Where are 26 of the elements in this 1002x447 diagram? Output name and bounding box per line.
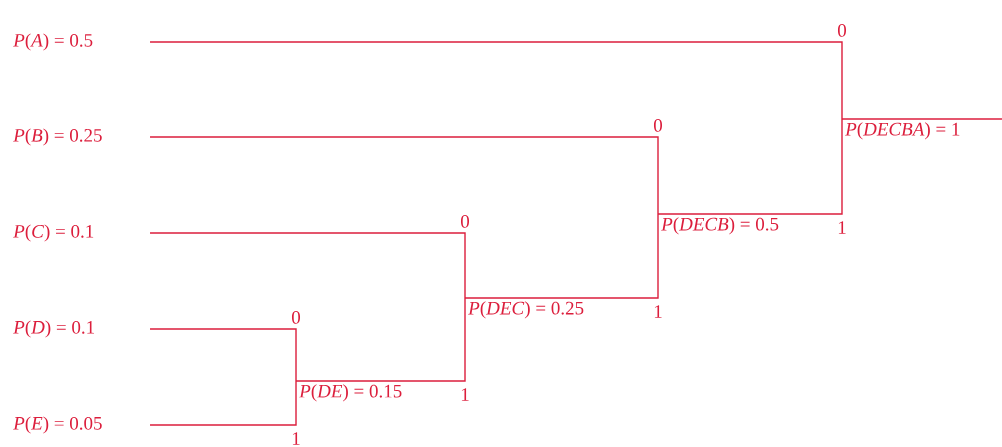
probability-label: P(D) = 0.1 [13, 320, 94, 338]
probability-label: P(A) = 0.5 [13, 33, 93, 51]
edge-label: 1 [461, 388, 469, 401]
tree-branch [295, 297, 466, 382]
probability-label: P(DE) = 0.15 [299, 384, 402, 402]
probability-label: P(C) = 0.1 [13, 224, 94, 242]
tree-branch [464, 213, 659, 299]
tree-branch [657, 118, 843, 215]
tree-branch [841, 118, 1002, 120]
edge-label: 1 [654, 305, 662, 318]
probability-label: P(DECB) = 0.5 [661, 217, 779, 235]
edge-label: 1 [838, 221, 846, 234]
edge-label: 0 [461, 215, 469, 228]
edge-label: 0 [837, 24, 846, 37]
probability-label: P(DECBA) = 1 [845, 122, 960, 140]
tree-branch [149, 136, 659, 215]
edge-label: 0 [292, 311, 301, 324]
tree-branch [149, 380, 297, 426]
probability-label: P(DEC) = 0.25 [468, 301, 584, 319]
tree-branch [149, 328, 297, 382]
edge-label: 0 [653, 119, 662, 132]
probability-label: P(E) = 0.05 [13, 416, 102, 434]
tree-branch [149, 232, 466, 299]
tree-branch [149, 41, 843, 120]
probability-label: P(B) = 0.25 [13, 128, 102, 146]
edge-label: 1 [292, 432, 300, 445]
